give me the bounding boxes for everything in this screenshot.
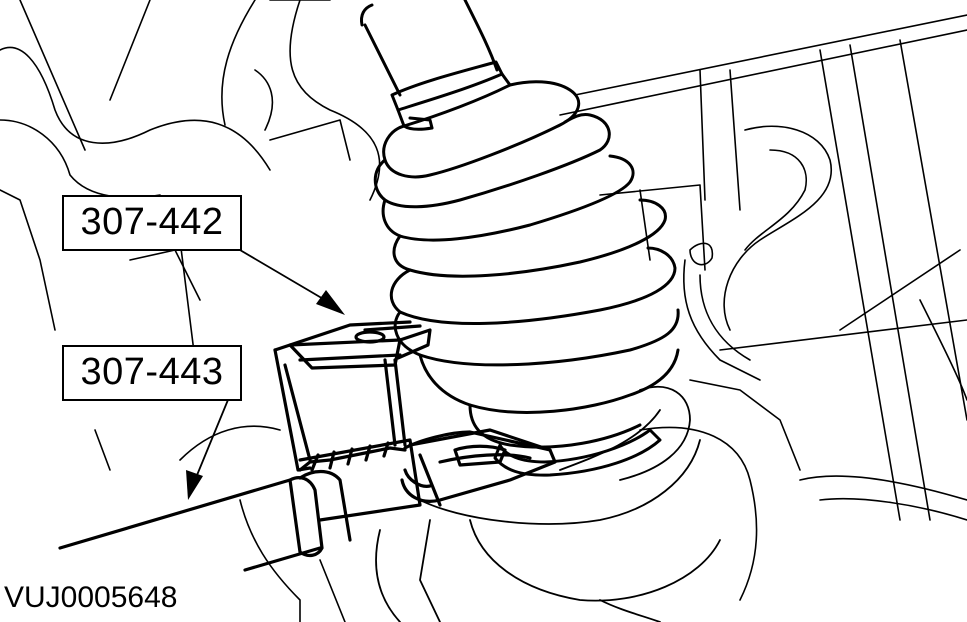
chassis-structure bbox=[0, 0, 381, 622]
arrowhead-307-442 bbox=[316, 290, 345, 315]
cv-boot bbox=[373, 60, 680, 477]
callout-label-307-442: 307-442 bbox=[62, 195, 242, 251]
right-frame bbox=[559, 14, 967, 601]
callout-leaders bbox=[194, 249, 326, 481]
knuckle-housing bbox=[375, 385, 721, 622]
leader-line-307-442 bbox=[239, 249, 326, 301]
arrowhead-307-443 bbox=[186, 470, 203, 500]
leader-line-307-443 bbox=[194, 394, 231, 481]
band-pliers-307-443 bbox=[58, 428, 557, 572]
callout-label-307-443: 307-443 bbox=[62, 345, 242, 401]
clamp-tool-307-442 bbox=[273, 320, 432, 472]
figure-reference-id: VUJ0005648 bbox=[4, 581, 178, 614]
